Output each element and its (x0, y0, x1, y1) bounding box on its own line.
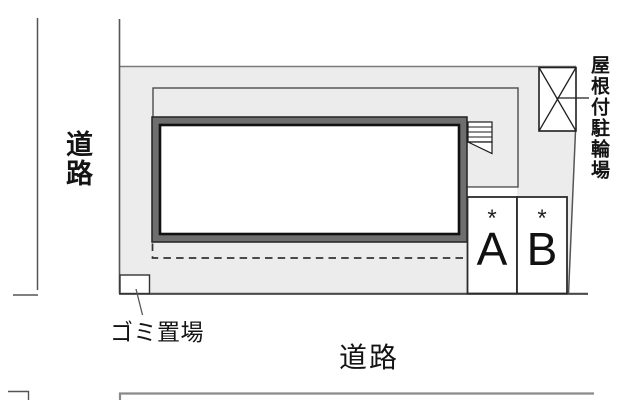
eaves-gap (468, 187, 517, 197)
bottom-left-corner-line (8, 390, 30, 400)
dashed-setback-line (151, 243, 466, 259)
parking-space-a-mark: * (487, 205, 497, 232)
garbage-label: ゴミ置場 (110, 319, 204, 345)
site-right-boundary (567, 130, 577, 295)
garbage-leader-line (135, 288, 144, 316)
parking-space-a-label: A (476, 223, 508, 275)
bike-shed-icon (538, 66, 577, 132)
stairs-icon (467, 121, 493, 155)
building-interior (158, 123, 461, 236)
road-label-bottom: 道路 (339, 342, 400, 373)
parking-space-a (466, 196, 518, 295)
bike-shed-label: 屋根付駐輪場 (588, 55, 609, 181)
parking-space-b-mark: * (537, 205, 547, 232)
parking-space-b-label: B (526, 223, 558, 275)
garbage-box (119, 274, 151, 295)
road-label-left: 道路 (62, 130, 92, 188)
neighbor-building-outline (118, 392, 594, 400)
parking-space-b (516, 196, 568, 295)
